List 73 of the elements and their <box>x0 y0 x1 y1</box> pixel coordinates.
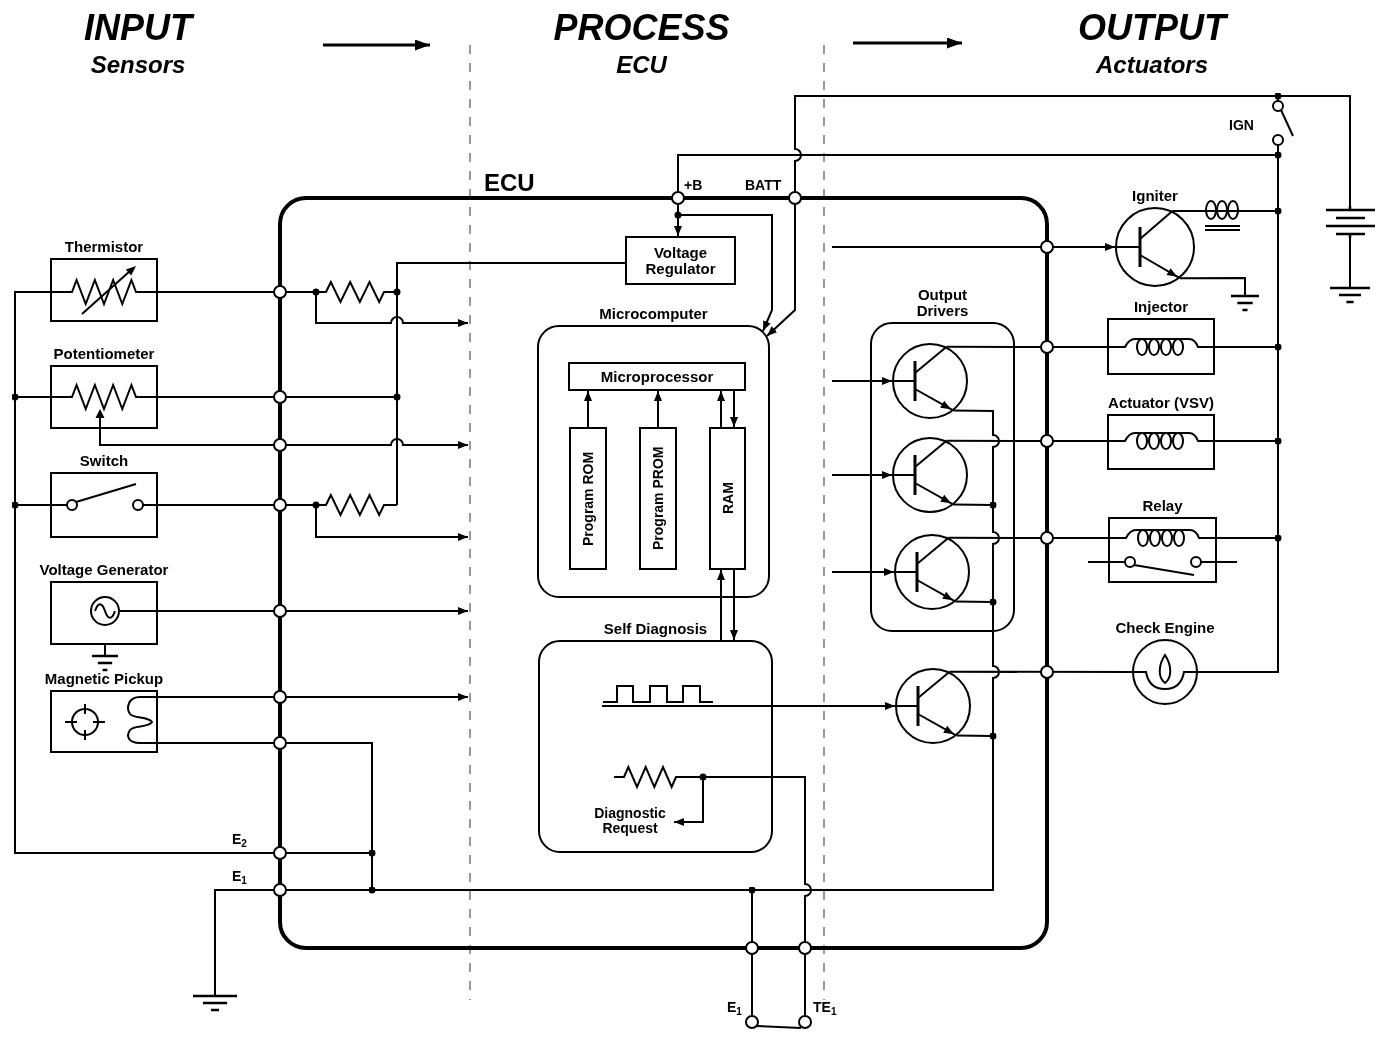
arrow <box>730 569 738 641</box>
wire <box>1214 437 1282 445</box>
wire <box>104 644 106 656</box>
arrow <box>831 243 1116 251</box>
component-label: Self Diagnosis <box>603 621 708 637</box>
process-block: Voltage Regulator <box>625 236 736 285</box>
arrow <box>730 390 738 428</box>
arrow <box>99 428 469 449</box>
wire <box>214 409 1000 996</box>
wire <box>947 536 1109 539</box>
wire <box>1349 237 1351 288</box>
housing-label: ECU <box>484 170 535 196</box>
pin-label: +B <box>684 177 703 193</box>
memory-block: RAM <box>709 427 746 570</box>
arrow <box>717 569 725 641</box>
section-subheading: ECU <box>616 51 667 79</box>
wire <box>1214 343 1282 351</box>
arrow <box>157 607 469 615</box>
arrow <box>766 95 1351 337</box>
arrow <box>831 471 893 479</box>
wire <box>157 262 626 398</box>
component-label: Output Drivers <box>915 287 970 319</box>
component-label: Switch <box>79 453 129 469</box>
arrow <box>157 693 469 701</box>
pin-label: E$_{2}$ <box>232 831 247 847</box>
arrow <box>772 702 896 710</box>
component-label: Thermistor <box>64 239 144 255</box>
section-heading: PROCESS <box>553 8 730 48</box>
wire <box>954 598 997 606</box>
process-block: Microprocessor <box>568 362 746 391</box>
switch-label: IGN <box>1229 117 1254 133</box>
pin-label: BATT <box>745 177 782 193</box>
arrow <box>654 390 662 428</box>
wire <box>955 732 997 740</box>
arrow <box>831 377 893 385</box>
arrow <box>157 504 469 541</box>
component-label: Actuator (VSV) <box>1108 395 1214 411</box>
terminal-label: TE$_{1}$ <box>813 999 837 1015</box>
component-label: Voltage Generator <box>39 562 169 578</box>
wire <box>748 886 756 1016</box>
section-subheading: Actuators <box>1096 51 1208 79</box>
component-label: Potentiometer <box>53 346 155 362</box>
component-label: Microcomputer <box>599 306 708 322</box>
component-label: Magnetic Pickup <box>44 671 164 687</box>
wire <box>948 670 1133 673</box>
wire <box>14 291 376 857</box>
terminal-label: E$_{1}$ <box>727 999 742 1015</box>
wire <box>755 1025 802 1029</box>
wire <box>11 501 51 509</box>
wire <box>952 501 997 509</box>
arrow <box>584 390 592 428</box>
wire <box>772 776 812 1016</box>
wire <box>1178 277 1246 296</box>
pin-label: E$_{1}$ <box>232 868 247 884</box>
wire <box>1216 534 1282 542</box>
section-subheading: Sensors <box>90 51 186 79</box>
component-label: Relay <box>1142 498 1183 514</box>
arrow <box>157 291 469 327</box>
arrow <box>717 390 725 428</box>
annotation-text: Diagnostic Request <box>586 806 674 838</box>
wire <box>1197 151 1282 673</box>
memory-block: Program ROM <box>569 427 607 570</box>
memory-block: Program PROM <box>639 427 677 570</box>
wire <box>1274 92 1282 102</box>
arrow <box>831 568 895 576</box>
component-label: Injector <box>1133 299 1189 315</box>
wire <box>945 345 1108 348</box>
wire <box>157 742 376 894</box>
wire <box>945 439 1108 442</box>
component-label: Check Engine <box>1115 620 1215 636</box>
wire <box>11 393 51 401</box>
component-label: Igniter <box>1132 188 1178 204</box>
wire <box>1171 207 1282 215</box>
